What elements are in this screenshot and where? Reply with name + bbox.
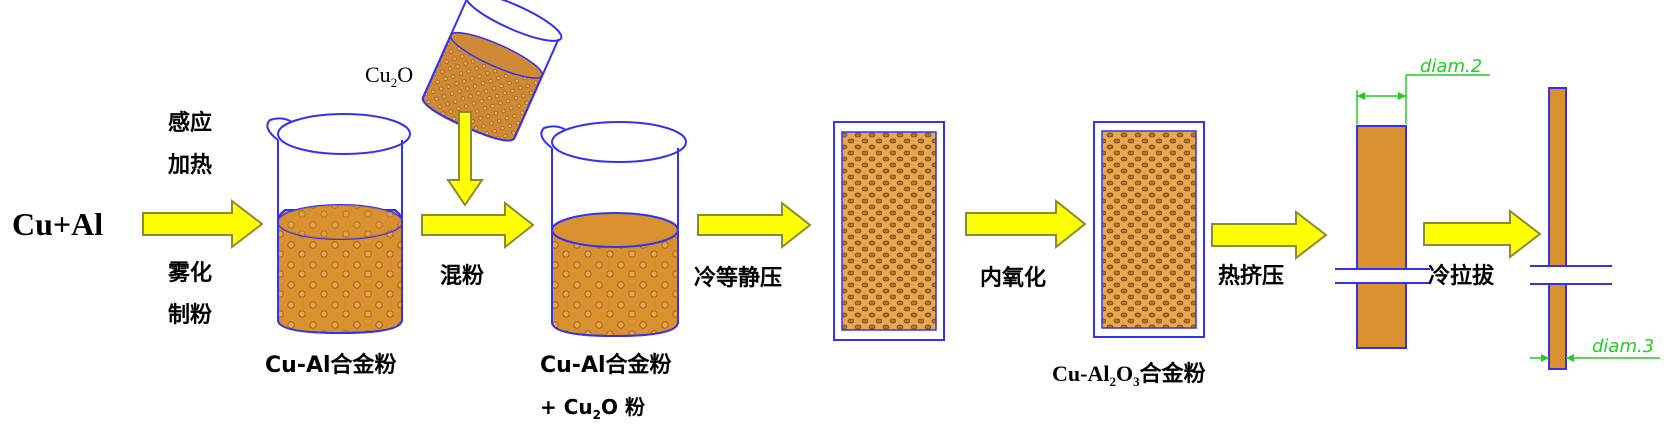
step1-bottom-line2: 制粉 [168,303,212,328]
arrow-right-icon [421,200,535,250]
dimension-label-1: diam.2 [1420,56,1482,77]
arrow-right-icon [697,200,812,250]
extruded-rod-icon [1335,125,1430,349]
step6-label: 冷拉拔 [1428,263,1495,289]
dimension-label-2: diam.3 [1592,336,1654,357]
step2-label: 混粉 [440,264,484,289]
step1-bottom-line1: 雾化 [168,260,212,286]
beaker-icon [266,113,411,335]
arrow-right-icon [1423,208,1542,260]
drawn-wire-icon [1530,87,1612,370]
step3-label: 冷等静压 [694,265,782,291]
arrow-down-icon [446,111,484,207]
beaker2-caption-line2: + Cu2O 粉 [540,395,645,422]
arrow-right-icon [142,198,264,250]
input-label: Cu+Al [12,206,103,242]
beaker1-caption: Cu-Al合金粉 [265,352,397,378]
dimension-marker-icon [1356,74,1490,124]
arrow-right-icon [1211,209,1328,261]
block2-caption: Cu-Al2O3合金粉 [1052,361,1206,389]
step5-label: 热挤压 [1218,263,1284,289]
dimension-marker-icon [1530,354,1660,362]
step4-label: 内氧化 [980,265,1046,291]
step1-top-line2: 加热 [167,152,212,178]
additive-label: Cu2O [365,62,413,90]
compact-block-icon [833,121,945,341]
beaker-icon [540,121,687,338]
step1-top-line1: 感应 [168,110,212,136]
beaker2-caption-line1: Cu-Al合金粉 [540,352,672,378]
compact-block-icon [1093,121,1205,338]
arrow-right-icon [965,198,1087,250]
pouring-beaker-icon [421,0,563,142]
